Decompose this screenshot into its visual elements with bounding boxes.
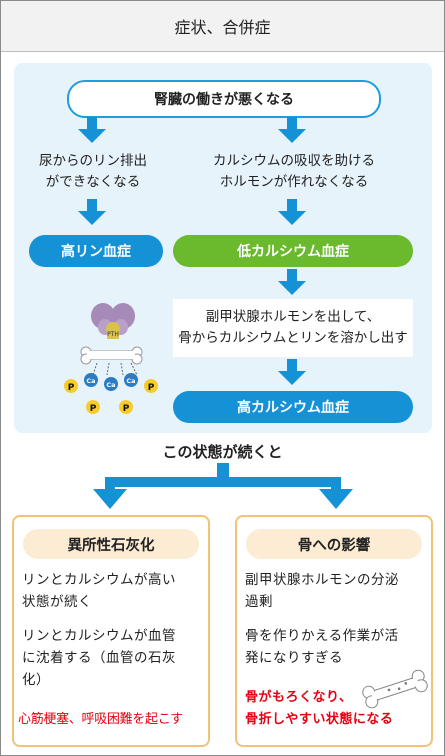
phosphorus-icon: P [64,379,78,393]
svg-text:Ca: Ca [86,377,95,385]
svg-text:Ca: Ca [106,381,115,389]
phosphorus-icon: P [144,379,158,393]
text-line: 状態が続く [22,594,92,610]
section-step: 副甲状腺ホルモンの分泌 過剰 [245,569,425,613]
hypocalcemia-box: 低カルシウム血症 [173,235,413,267]
section-result: 心筋梗塞、呼吸困難を起こす [18,712,183,727]
svg-text:P: P [68,383,75,393]
text-line: ができなくなる [45,174,141,190]
arrow-down-icon [78,117,106,143]
text-line: ホルモンが作れなくなる [219,174,369,190]
hypercalcemia-box: 高カルシウム血症 [173,391,413,423]
text-line: 骨折しやすい状態になる [245,712,394,727]
text-line: 骨がもろくなり、 [245,690,353,705]
text-line: 発になりすぎる [245,650,343,666]
text-line: 骨を作りかえる作業が活 [245,628,399,644]
calcium-icon: Ca [84,373,98,387]
text-line: 副甲状腺ホルモンを出して、 [205,309,381,325]
calcium-icon: Ca [124,373,138,387]
text-line: 副甲状腺ホルモンの分泌 [245,572,399,588]
hormone-deficiency-text: カルシウムの吸収を助ける ホルモンが作れなくなる [179,151,409,193]
ectopic-calcification-section: 異所性石灰化 リンとカルシウムが高い 状態が続く リンとカルシウムが血管 に沈着… [12,515,210,747]
section-result: 骨がもろくなり、 骨折しやすい状態になる [245,687,425,731]
bone-icon [80,346,143,365]
kidney-decline-box: 腎臓の働きが悪くなる [67,80,381,118]
hyperphosphatemia-box: 高リン血症 [29,235,163,267]
section-step: リンとカルシウムが高い 状態が続く [22,569,202,613]
text-line: に沈着する（血管の石灰 [22,650,176,666]
continue-heading: この状態が続くと [162,443,283,461]
section-title: 異所性石灰化 [23,529,199,559]
fragile-bone-illustration [362,669,428,709]
bone-effect-section: 骨への影響 副甲状腺ホルモンの分泌 過剰 骨を作りかえる作業が活 発になりすぎる… [235,515,433,747]
phosphorus-icon: P [119,400,133,414]
mineral-circles: P Ca Ca Ca P P P [64,373,158,414]
phosphorus-excretion-text: 尿からのリン排出 ができなくなる [19,151,167,193]
section-step: リンとカルシウムが血管 に沈着する（血管の石灰 化） [22,625,202,691]
text-line: リンとカルシウムが高い [22,572,176,588]
arrow-down-icon [278,359,306,385]
svg-text:P: P [148,383,155,393]
parathyroid-illustration: PTH [91,303,135,339]
arrow-down-icon [78,199,106,225]
phosphorus-icon: P [86,400,100,414]
svg-text:Ca: Ca [126,377,135,385]
text-line: 化） [22,672,50,688]
branch-arrow-icon [93,463,353,509]
section-title: 骨への影響 [246,529,422,559]
svg-text:P: P [90,404,97,414]
text-line: カルシウムの吸収を助ける [213,153,375,169]
page-title: 症状、合併症 [1,1,444,52]
arrow-down-icon [278,199,306,225]
section-step: 骨を作りかえる作業が活 発になりすぎる [245,625,425,669]
text-line: 骨からカルシウムとリンを溶かし出す [178,330,408,346]
calcium-icon: Ca [104,377,118,391]
svg-text:P: P [123,404,130,414]
pth-label: PTH [107,331,119,338]
dissolve-arrows-icon [92,362,138,376]
arrow-down-icon [278,117,306,143]
text-line: リンとカルシウムが血管 [22,628,176,644]
arrow-down-icon [278,269,306,295]
pth-release-text: 副甲状腺ホルモンを出して、 骨からカルシウムとリンを溶かし出す [173,299,413,357]
text-line: 過剰 [245,594,273,610]
fragile-bone-icon [362,669,428,709]
text-line: 尿からのリン排出 [39,153,147,169]
